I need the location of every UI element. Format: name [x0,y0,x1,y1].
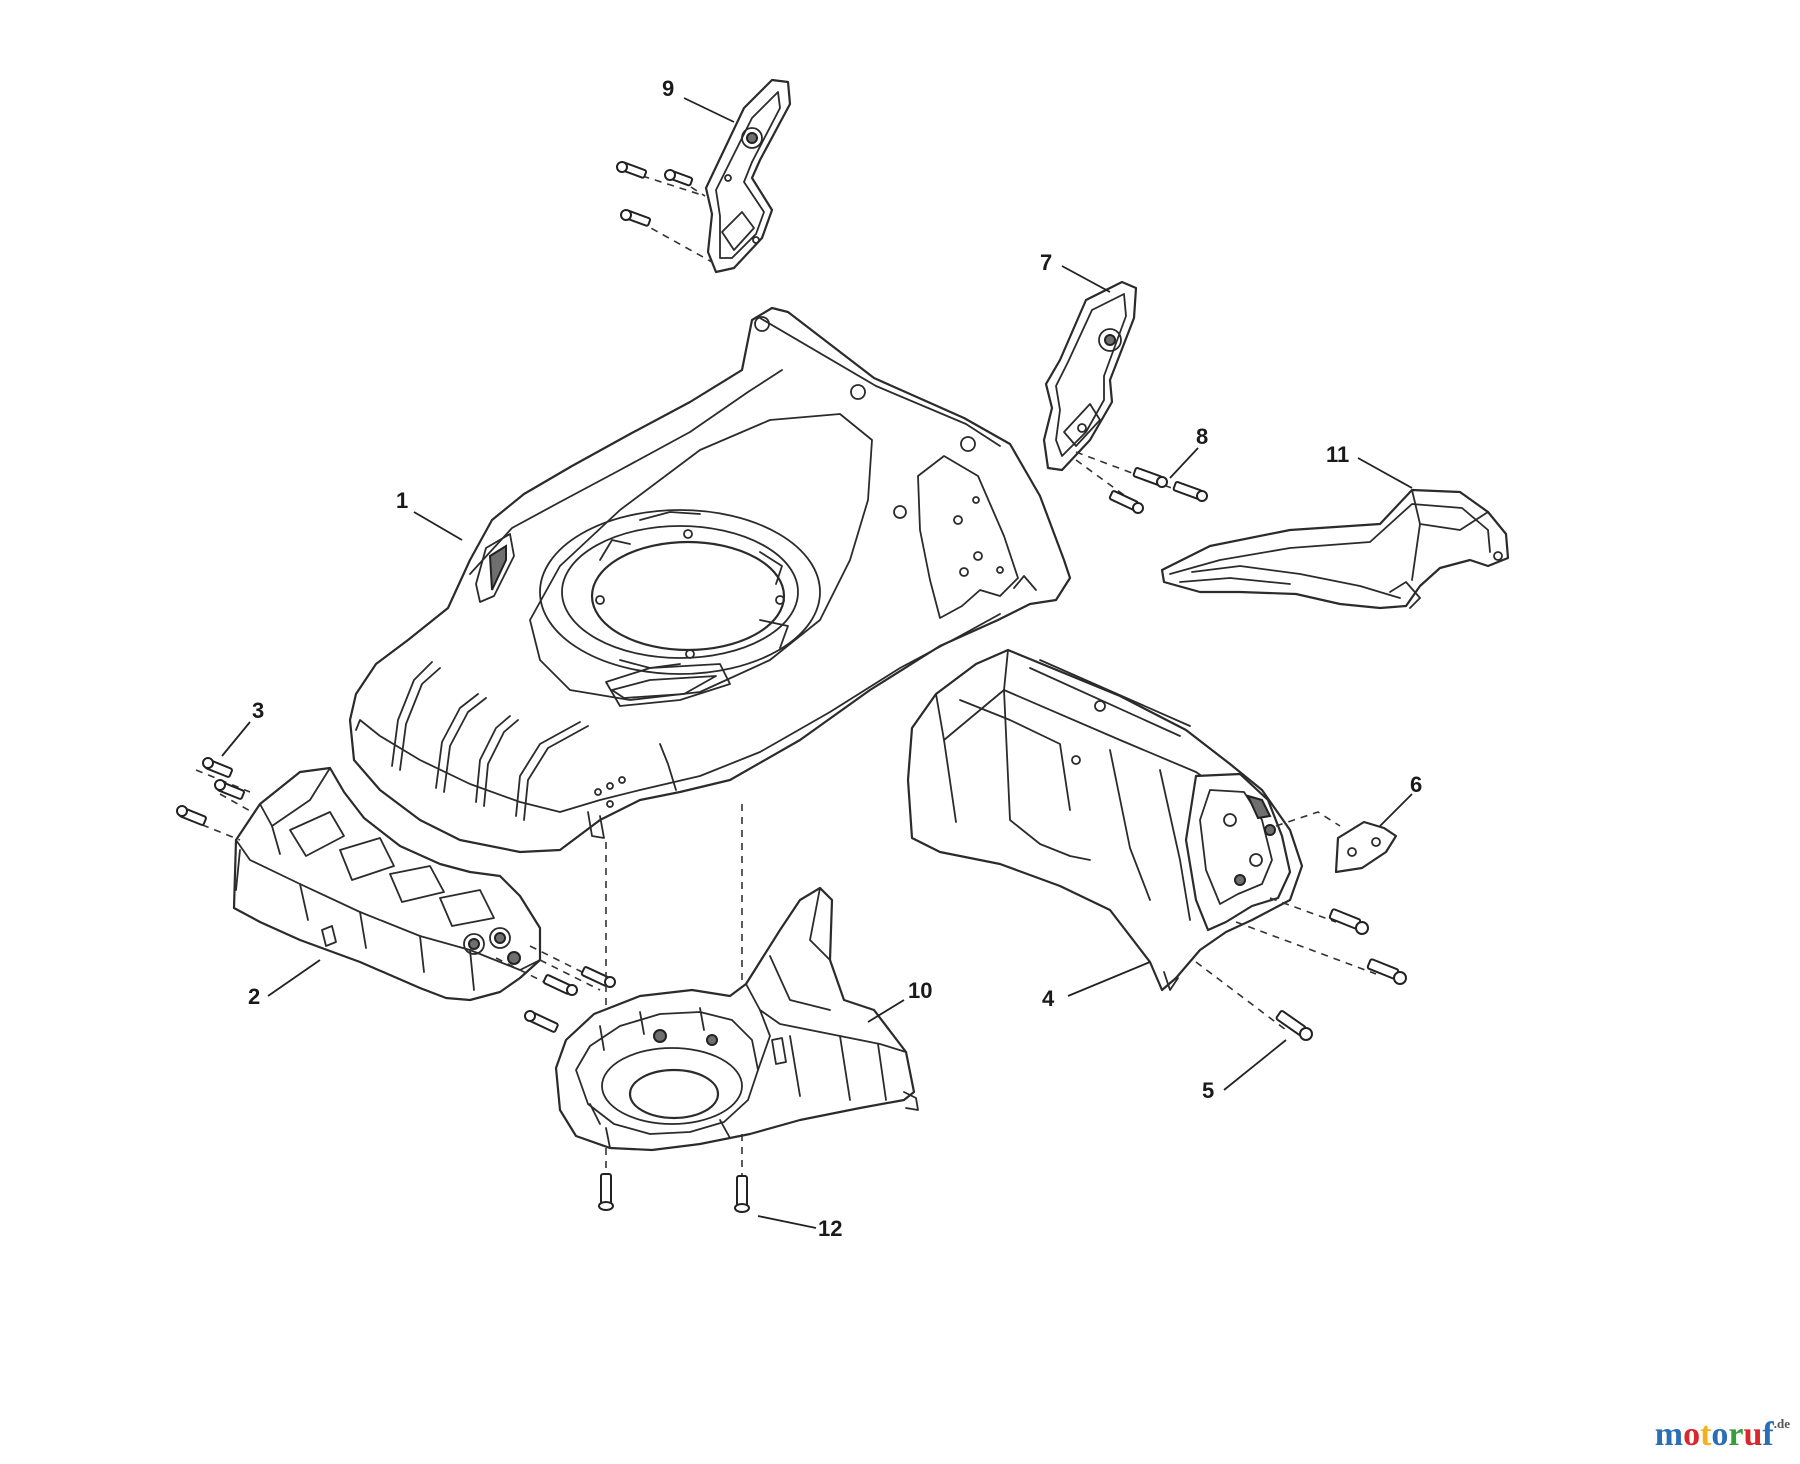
callout-label: 12 [818,1216,842,1241]
callout-11: 11 [1326,442,1413,489]
callout-label: 7 [1040,250,1052,275]
callout-label: 1 [396,488,408,513]
screw [1108,490,1144,514]
callout-6: 6 [1379,772,1422,827]
screw [1328,908,1369,935]
screw [664,169,694,187]
watermark-letter: o [1683,1416,1701,1453]
watermark-letter: t [1700,1416,1712,1453]
callout-label: 10 [908,978,932,1003]
screw [616,161,648,179]
part-3-screws [176,757,253,841]
part-5-screws [1195,897,1407,1041]
screw [214,779,245,800]
part-9-screws [616,161,713,263]
callout-label: 8 [1196,424,1208,449]
screw [1275,1010,1313,1041]
motoruf-watermark: motoruf.de [1655,1416,1790,1454]
callout-label: 6 [1410,772,1422,797]
part-6-plate [1275,811,1398,874]
screw [176,805,207,826]
callout-4: 4 [1042,961,1151,1011]
callout-12: 12 [757,1215,842,1241]
callout-label: 11 [1326,442,1349,467]
part-12-screws [598,1134,750,1213]
screw [542,974,578,996]
part-9-bracket [704,78,792,274]
callout-label: 3 [252,698,264,723]
callout-5: 5 [1202,1039,1287,1103]
watermark-letter: u [1743,1416,1763,1453]
screw [598,1173,614,1211]
part-2-front-cover [232,766,542,1002]
screw [620,209,652,227]
watermark-letter: r [1728,1416,1744,1453]
callout-8: 8 [1169,424,1208,479]
callout-3: 3 [221,698,264,757]
part-7-bracket [1042,280,1138,472]
part-1-deck [348,306,1072,854]
screw [1172,481,1208,502]
part-4-chute [906,648,1304,992]
watermark-letter: o [1711,1416,1729,1453]
callout-label: 5 [1202,1078,1214,1103]
part-10-baffle [554,804,919,1152]
callout-1: 1 [396,488,463,541]
part-2-screws [495,945,616,1033]
callout-9: 9 [662,76,735,123]
callout-label: 9 [662,76,674,101]
screw [202,757,233,778]
part-8-screws [1075,451,1208,514]
screw [734,1175,750,1213]
watermark-letter: f [1762,1416,1774,1453]
callout-10: 10 [867,978,932,1023]
callout-2: 2 [248,959,321,1009]
callout-7: 7 [1040,250,1111,293]
callout-label: 2 [248,984,260,1009]
screw [524,1010,559,1033]
screw [580,966,616,988]
part-11-flap [1160,488,1510,610]
screw [1366,958,1407,985]
watermark-suffix: .de [1773,1416,1790,1431]
screw [1132,467,1168,488]
callout-label: 4 [1042,986,1055,1011]
watermark-letter: m [1654,1416,1684,1453]
